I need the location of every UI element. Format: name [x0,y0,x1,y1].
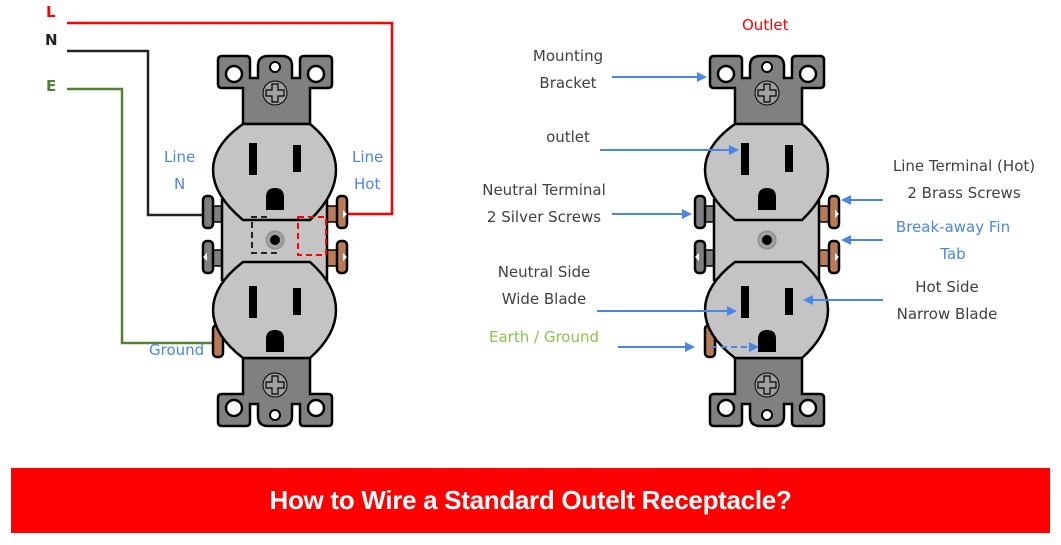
wire-label-earth: E [46,77,56,95]
label-ground: Ground [149,341,204,359]
label-breakaway-1: Break-away Fin [896,218,1010,236]
label-hot-side-1: Hot Side [915,278,979,296]
label-line-hot-2: Hot [354,175,380,193]
parts-title: Outlet [742,16,789,34]
label-earth-ground: Earth / Ground [489,328,599,346]
label-neutral-side-1: Neutral Side [498,263,591,281]
label-line-n-2: N [174,175,185,193]
label-line-n-1: Line [164,148,195,166]
right-receptacle [693,54,841,428]
label-mounting-1: Mounting [533,47,603,65]
label-neutral-side-2: Wide Blade [502,290,587,308]
label-line-terminal-2: 2 Brass Screws [907,184,1020,202]
neutral-bridge-dashed [251,216,280,254]
label-breakaway-2: Tab [939,245,965,263]
label-hot-side-2: Narrow Blade [897,305,998,323]
wiring-diagram: L N E Line N Line Hot Ground [45,3,394,428]
wire-label-live: L [46,3,56,21]
label-mounting-2: Bracket [539,74,596,92]
banner-title: How to Wire a Standard Outelt Receptacle… [269,485,792,515]
live-wire [67,21,394,216]
label-line-terminal-1: Line Terminal (Hot) [893,157,1035,175]
title-banner: How to Wire a Standard Outelt Receptacle… [11,468,1050,533]
neutral-wire [67,49,210,217]
label-neutral-terminal-2: 2 Silver Screws [487,208,601,226]
earth-wire [67,87,216,345]
wire-label-neutral: N [45,31,58,49]
parts-diagram: Outlet Mounting Bracket outlet Neutral T… [482,16,1035,428]
label-outlet: outlet [546,128,590,146]
label-line-hot-1: Line [352,148,383,166]
hot-bridge-dashed [297,216,327,256]
label-neutral-terminal-1: Neutral Terminal [482,181,606,199]
